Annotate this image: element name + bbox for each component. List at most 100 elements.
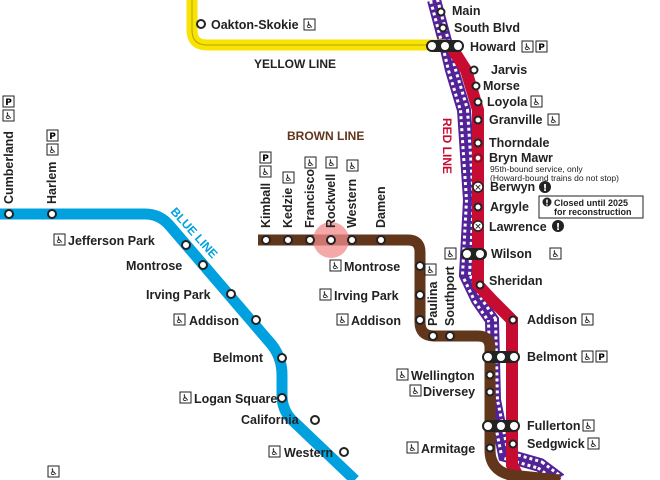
station-label-western-blue: Western xyxy=(284,446,333,460)
parking-icon: P xyxy=(2,95,15,108)
station-dot-main xyxy=(436,7,446,17)
station-label-oakton-skokie: Oakton-Skokie xyxy=(211,18,299,32)
station-label-harlem: Harlem xyxy=(45,162,59,204)
parking-icon: P xyxy=(595,350,608,363)
station-label-rockwell: Rockwell xyxy=(324,174,338,228)
svg-text:♿: ♿ xyxy=(49,468,57,478)
parking-icon: P xyxy=(535,40,548,53)
station-label-logan-square: Logan Square xyxy=(194,392,277,406)
svg-text:P: P xyxy=(538,43,545,53)
station-dot-cumberland xyxy=(4,209,14,219)
service-restriction-icon xyxy=(474,154,482,162)
accessible-icon: ♿ xyxy=(581,350,594,363)
parking-icon: P xyxy=(259,151,272,164)
station-label-howard: Howard xyxy=(470,40,516,54)
station-dot-armitage xyxy=(485,443,495,453)
station-label-south-blvd: South Blvd xyxy=(454,21,520,35)
svg-text:♿: ♿ xyxy=(589,440,597,450)
station-label-sheridan: Sheridan xyxy=(489,274,543,288)
station-label-irving-park-blue: Irving Park xyxy=(146,288,211,302)
svg-text:♿: ♿ xyxy=(523,43,531,53)
station-label-main: Main xyxy=(452,4,480,18)
station-label-kimball: Kimball xyxy=(259,183,273,228)
svg-text:♿: ♿ xyxy=(398,371,406,381)
station-dot-irving-park-blue xyxy=(226,289,236,299)
station-label-morse: Morse xyxy=(483,79,520,93)
station-label-lawrence: Lawrence xyxy=(489,220,547,234)
station-label-wellington: Wellington xyxy=(411,369,475,383)
station-dot-oakton-skokie xyxy=(196,19,206,29)
accessible-icon: ♿ xyxy=(581,313,594,326)
accessible-icon: ♿ xyxy=(53,233,66,246)
station-label-berwyn: Berwyn xyxy=(490,180,535,194)
accessible-icon: ♿ xyxy=(2,109,15,122)
accessible-icon: ♿ xyxy=(303,18,316,31)
svg-text:P: P xyxy=(5,98,12,108)
station-label-montrose-brown: Montrose xyxy=(344,260,400,274)
accessible-icon: ♿ xyxy=(329,259,342,272)
station-label-addison-red: Addison xyxy=(527,313,577,327)
brown-line-label: BROWN LINE xyxy=(287,129,364,143)
station-label-california: California xyxy=(241,413,300,427)
station-dot-harlem xyxy=(47,209,57,219)
svg-text:P: P xyxy=(262,154,269,164)
blue-line xyxy=(0,208,359,480)
station-label-southport: Southport xyxy=(443,265,457,326)
station-dot-loyola xyxy=(473,97,483,107)
alert-icon: ! xyxy=(545,199,549,208)
bryn-mawr-note-2: (Howard-bound trains do not stop) xyxy=(490,173,619,183)
station-dot-addison-blue xyxy=(251,315,261,325)
svg-text:♿: ♿ xyxy=(306,159,314,169)
station-dot-montrose-brown xyxy=(415,261,425,271)
svg-text:♿: ♿ xyxy=(48,146,56,156)
svg-text:!: ! xyxy=(543,183,548,194)
svg-text:♿: ♿ xyxy=(175,316,183,326)
station-dot-belmont-blue xyxy=(277,353,287,363)
svg-text:♿: ♿ xyxy=(305,21,313,31)
closed-notice: ! Closed until 2025 for reconstruction xyxy=(538,195,644,219)
station-label-western-brown: Western xyxy=(345,179,359,228)
station-dot-logan-square xyxy=(277,393,287,403)
accessible-icon: ♿ xyxy=(549,247,562,260)
station-dot-kedzie xyxy=(283,235,293,245)
svg-text:♿: ♿ xyxy=(270,448,278,458)
accessible-icon: ♿ xyxy=(582,419,595,432)
accessible-icon: ♿ xyxy=(282,171,295,184)
svg-text:♿: ♿ xyxy=(327,159,335,169)
svg-text:♿: ♿ xyxy=(321,291,329,301)
station-label-addison-brown: Addison xyxy=(351,314,401,328)
closed-icon: ✕ xyxy=(474,184,482,194)
station-label-montrose-blue: Montrose xyxy=(126,259,182,273)
station-label-belmont-blue: Belmont xyxy=(213,351,264,365)
svg-text:♿: ♿ xyxy=(284,174,292,184)
svg-text:♿: ♿ xyxy=(331,262,339,272)
station-label-loyola: Loyola xyxy=(487,95,528,109)
svg-text:♿: ♿ xyxy=(446,250,454,260)
accessible-icon: ♿ xyxy=(336,313,349,326)
svg-text:P: P xyxy=(49,132,56,142)
station-dot-rockwell xyxy=(326,235,336,245)
accessible-icon: ♿ xyxy=(179,391,192,404)
station-dot-western-brown xyxy=(347,235,357,245)
svg-text:♿: ♿ xyxy=(348,162,356,172)
station-dot-jefferson-park xyxy=(181,240,191,250)
accessible-icon: ♿ xyxy=(46,143,59,156)
svg-text:♿: ♿ xyxy=(549,116,557,126)
accessible-icon: ♿ xyxy=(409,384,422,397)
accessible-icon: ♿ xyxy=(424,263,437,276)
accessible-icon: ♿ xyxy=(259,165,272,178)
station-label-armitage: Armitage xyxy=(421,442,475,456)
svg-text:♿: ♿ xyxy=(583,316,591,326)
station-label-bryn-mawr: Bryn Mawr xyxy=(489,151,553,165)
station-dot-thorndale xyxy=(473,138,483,148)
station-dot-addison-brown xyxy=(415,315,425,325)
svg-text:♿: ♿ xyxy=(584,422,592,432)
svg-text:♿: ♿ xyxy=(426,266,434,276)
svg-text:♿: ♿ xyxy=(551,250,559,260)
alert-icon: ! xyxy=(539,181,551,194)
station-label-argyle: Argyle xyxy=(490,200,529,214)
closed-icon: ✕ xyxy=(474,223,482,233)
station-label-fullerton: Fullerton xyxy=(527,419,580,433)
station-dot-granville xyxy=(473,115,483,125)
